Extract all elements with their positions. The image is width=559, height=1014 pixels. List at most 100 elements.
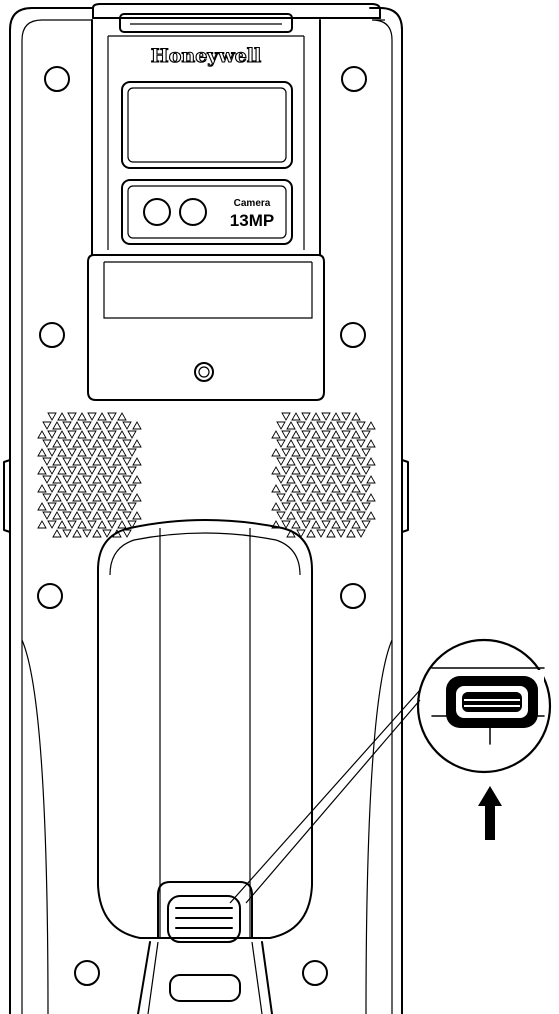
grille-hole xyxy=(306,457,316,466)
grille-hole xyxy=(117,466,127,475)
grille-hole xyxy=(72,511,82,520)
grille-hole xyxy=(67,412,77,421)
back-plate xyxy=(87,254,325,401)
grille-hole xyxy=(361,520,371,529)
grille-hole xyxy=(77,412,87,421)
grille-hole xyxy=(57,448,67,457)
grille-hole xyxy=(112,457,122,466)
grille-hole xyxy=(107,430,117,439)
grille-hole xyxy=(286,511,296,520)
grille-hole xyxy=(281,484,291,493)
grille-hole xyxy=(291,502,301,511)
grille-hole xyxy=(92,529,102,538)
grille-hole xyxy=(291,484,301,493)
screw-hole-icon xyxy=(74,960,100,986)
grille-hole xyxy=(72,475,82,484)
grille-hole xyxy=(361,448,371,457)
grille-hole xyxy=(37,448,47,457)
battery-latch xyxy=(157,881,253,943)
grille-hole xyxy=(57,466,67,475)
grille-hole xyxy=(306,529,316,538)
screw-hole-icon xyxy=(341,66,367,92)
grille-hole xyxy=(122,475,132,484)
callout-leader-line xyxy=(229,689,421,904)
grille-hole xyxy=(351,448,361,457)
grille-hole xyxy=(321,484,331,493)
grille-hole xyxy=(311,448,321,457)
grille-hole xyxy=(97,502,107,511)
grille-hole xyxy=(291,430,301,439)
grille-hole xyxy=(67,466,77,475)
grille-hole xyxy=(77,484,87,493)
grille-hole xyxy=(117,520,127,529)
grille-hole xyxy=(281,520,291,529)
grille-hole xyxy=(87,484,97,493)
right-side-button xyxy=(401,459,409,533)
grille-hole xyxy=(52,529,62,538)
grille-hole xyxy=(97,466,107,475)
grille-hole xyxy=(72,457,82,466)
grille-hole xyxy=(92,439,102,448)
grille-hole xyxy=(67,502,77,511)
grille-hole xyxy=(112,511,122,520)
grille-hole xyxy=(311,466,321,475)
grille-hole xyxy=(87,466,97,475)
grille-hole xyxy=(72,529,82,538)
grille-hole xyxy=(62,457,72,466)
grille-hole xyxy=(67,430,77,439)
grille-hole xyxy=(361,430,371,439)
grille-hole xyxy=(336,439,346,448)
grille-hole xyxy=(97,448,107,457)
grille-hole xyxy=(296,529,306,538)
grille-hole xyxy=(47,484,57,493)
grille-hole xyxy=(321,466,331,475)
grille-hole xyxy=(107,448,117,457)
grille-hole xyxy=(117,412,127,421)
grille-hole xyxy=(37,520,47,529)
grille-hole xyxy=(321,502,331,511)
grille-hole xyxy=(316,529,326,538)
grille-hole xyxy=(346,439,356,448)
grille-hole xyxy=(326,493,336,502)
bottom-connector xyxy=(137,941,273,1014)
grille-hole xyxy=(356,475,366,484)
grille-hole xyxy=(361,484,371,493)
grille-hole xyxy=(346,457,356,466)
grille-hole xyxy=(291,448,301,457)
grille-hole xyxy=(336,421,346,430)
grille-hole xyxy=(62,493,72,502)
grille-hole xyxy=(316,511,326,520)
battery-door xyxy=(97,519,313,939)
grille-hole xyxy=(326,457,336,466)
grille-hole xyxy=(361,502,371,511)
speaker-grille-right xyxy=(271,412,376,538)
grille-hole xyxy=(87,520,97,529)
grille-hole xyxy=(62,511,72,520)
grille-hole xyxy=(132,439,142,448)
grille-hole xyxy=(281,466,291,475)
grille-hole xyxy=(57,484,67,493)
grille-hole xyxy=(286,529,296,538)
grille-hole xyxy=(276,475,286,484)
grille-hole xyxy=(82,457,92,466)
grille-hole xyxy=(346,421,356,430)
grille-hole xyxy=(331,430,341,439)
screw-hole-icon xyxy=(37,583,63,609)
grille-hole xyxy=(127,520,137,529)
grille-hole xyxy=(271,466,281,475)
grille-hole xyxy=(52,493,62,502)
speaker-grille-left xyxy=(37,412,142,538)
grille-hole xyxy=(82,439,92,448)
grille-hole xyxy=(271,502,281,511)
grille-hole xyxy=(87,502,97,511)
grille-hole xyxy=(316,421,326,430)
camera-flash-icon xyxy=(179,198,207,226)
latch-detail-callout xyxy=(416,638,552,774)
grille-hole xyxy=(276,493,286,502)
grille-hole xyxy=(52,439,62,448)
grille-hole xyxy=(281,430,291,439)
grille-hole xyxy=(67,484,77,493)
grille-hole xyxy=(351,412,361,421)
grille-hole xyxy=(336,457,346,466)
grille-hole xyxy=(271,448,281,457)
